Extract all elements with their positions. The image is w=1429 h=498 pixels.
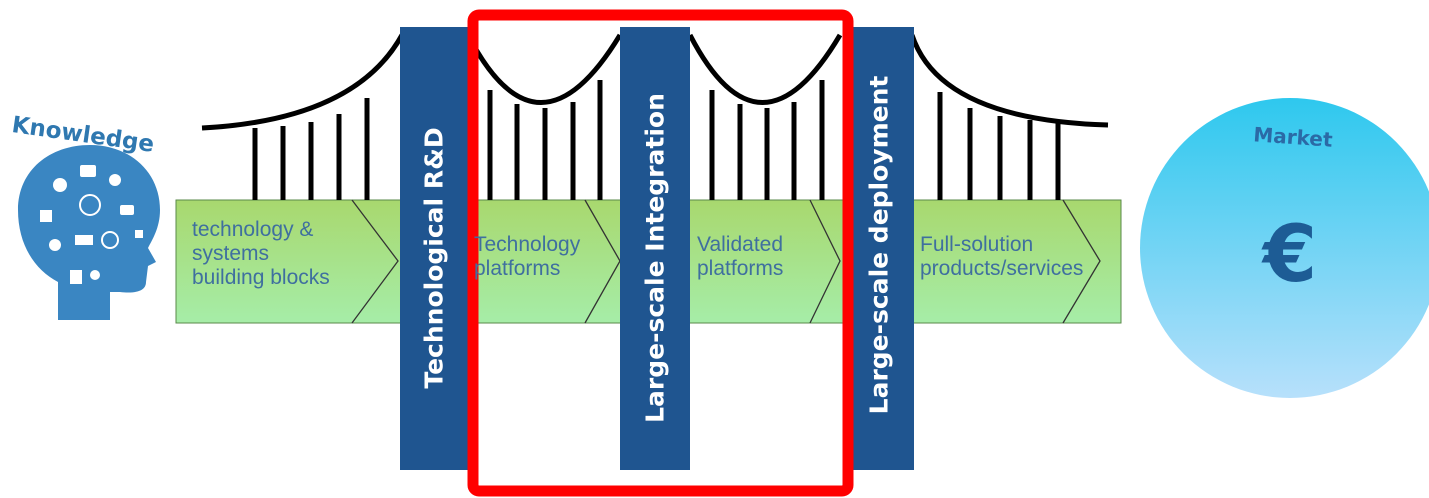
pillar-large-scale-deployment-label: Large-scale deployment [864,75,894,415]
pillar-technological-rd-label: Technological R&D [419,127,449,389]
market-circle [1140,98,1429,398]
step-full-solution-label: Full-solution products/services [920,233,1084,280]
knowledge-head-icon [18,145,160,320]
pillar-large-scale-deployment [844,27,914,470]
highlight-box [467,9,854,497]
pillar-large-scale-integration [620,27,690,470]
bridge-hangers [252,80,1061,200]
euro-icon: € [1262,210,1318,300]
step-building-blocks-label: technology & systems building blocks [192,218,330,289]
step-technology-platforms-label: Technology platforms [474,233,581,280]
pillar-large-scale-integration-label: Large-scale Integration [640,93,670,423]
suspension-cables [201,33,1109,131]
step-validated-platforms-label: Validated platforms [697,233,784,280]
pillar-technological-rd [400,27,468,470]
